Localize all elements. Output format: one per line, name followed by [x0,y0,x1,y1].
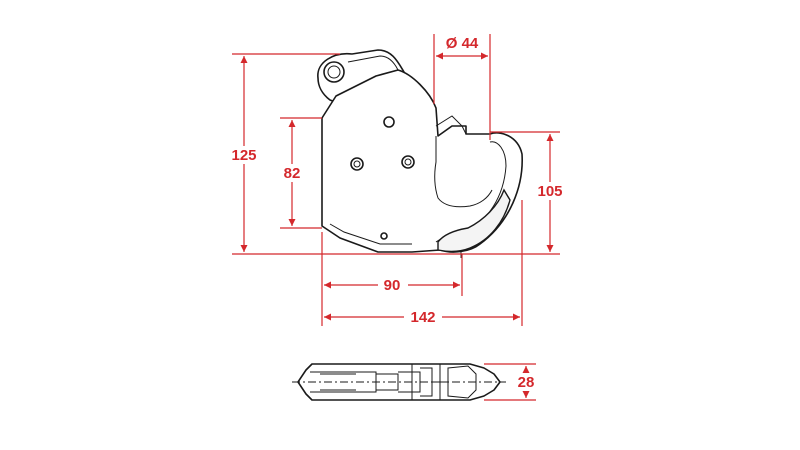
front-view [317,49,523,258]
latch-eye [317,49,405,107]
bolt-top [383,116,395,128]
dim-width-to-ball: 90 [384,277,401,294]
dim-thickness: 28 [518,374,535,391]
rivet-bottom [380,232,388,240]
dim-diameter-ball: Ø 44 [446,35,479,52]
dim-hook-height: 105 [537,183,562,200]
dim-width-overall: 142 [410,309,435,326]
hook-body [321,69,523,253]
dim-height-plate: 82 [284,165,301,182]
bolt-right [401,155,415,169]
dim-height-overall: 125 [231,147,256,164]
dimension-labels: 125 82 105 Ø 44 90 142 28 [228,35,566,391]
bolt-left [350,157,364,171]
bottom-view [292,363,506,401]
